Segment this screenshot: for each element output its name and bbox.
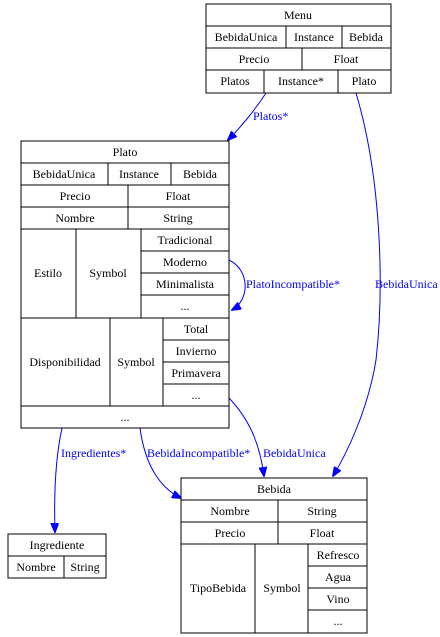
menu-precio: Precio bbox=[239, 52, 270, 66]
bebida-precio: Precio bbox=[215, 526, 246, 540]
edge-plato-incompatible-label: PlatoIncompatible* bbox=[246, 277, 340, 291]
bebida-nombre-type: String bbox=[307, 504, 336, 518]
edge-ingredientes-line bbox=[55, 427, 63, 532]
bebida-title: Bebida bbox=[257, 482, 292, 496]
plato-estilo: Estilo bbox=[34, 266, 62, 280]
plato-estilo-value: Tradicional bbox=[158, 233, 214, 247]
bebida-precio-type: Float bbox=[310, 526, 335, 540]
edge-plato-incompatible-line bbox=[228, 259, 246, 310]
menu-bebida-unica: BebidaUnica bbox=[215, 30, 278, 44]
plato-estilo-value: Minimalista bbox=[156, 277, 215, 291]
plato-more: ... bbox=[121, 410, 130, 424]
bebida-tipo-value: Vino bbox=[326, 592, 349, 606]
bebida-tipo-type: Symbol bbox=[263, 581, 301, 595]
plato-estilo-type: Symbol bbox=[89, 266, 127, 280]
plato-bebida-unica: BebidaUnica bbox=[33, 167, 96, 181]
edge-bebida-unica-menu: BebidaUnica bbox=[333, 92, 438, 476]
plato-disponibilidad: Disponibilidad bbox=[29, 355, 100, 369]
menu-precio-type: Float bbox=[334, 52, 359, 66]
edge-platos: Platos* bbox=[228, 92, 288, 140]
menu-bebida-unica-kind: Instance bbox=[294, 30, 334, 44]
menu-platos-kind: Instance* bbox=[278, 74, 324, 88]
plato-disponibilidad-value: ... bbox=[192, 388, 201, 402]
menu-bebida-unica-type: Bebida bbox=[349, 30, 384, 44]
edge-ingredientes-label: Ingredientes* bbox=[61, 446, 126, 460]
edge-bebida-unica-plato-line bbox=[228, 397, 264, 476]
node-menu[interactable]: Menu BebidaUnica Instance Bebida Precio … bbox=[205, 3, 392, 94]
edge-plato-incompatible: PlatoIncompatible* bbox=[228, 259, 340, 310]
menu-title: Menu bbox=[284, 8, 312, 22]
bebida-tipo-value: Agua bbox=[325, 570, 352, 584]
edge-bebida-unica-plato-label: BebidaUnica bbox=[263, 446, 326, 460]
bebida-nombre: Nombre bbox=[210, 504, 249, 518]
ingrediente-nombre: Nombre bbox=[16, 560, 55, 574]
plato-estilo-value: ... bbox=[181, 299, 190, 313]
menu-platos: Platos bbox=[220, 74, 250, 88]
ingrediente-title: Ingrediente bbox=[30, 538, 85, 552]
plato-precio-type: Float bbox=[166, 189, 191, 203]
plato-estilo-value: Moderno bbox=[163, 255, 207, 269]
bebida-tipo: TipoBebida bbox=[190, 581, 247, 595]
plato-nombre: Nombre bbox=[55, 211, 94, 225]
edge-ingredientes: Ingredientes* bbox=[55, 427, 126, 532]
plato-nombre-type: String bbox=[163, 211, 192, 225]
bebida-tipo-value: Refresco bbox=[317, 548, 360, 562]
edge-bebida-incompatible: BebidaIncompatible* bbox=[139, 427, 250, 498]
plato-disponibilidad-value: Primavera bbox=[171, 366, 221, 380]
edge-platos-line bbox=[228, 92, 267, 140]
node-plato[interactable]: Plato BebidaUnica Instance Bebida Precio… bbox=[20, 140, 230, 429]
edge-bebida-incompatible-label: BebidaIncompatible* bbox=[147, 446, 250, 460]
ingrediente-nombre-type: String bbox=[70, 560, 99, 574]
edge-bebida-unica-menu-line bbox=[333, 92, 381, 476]
plato-disponibilidad-type: Symbol bbox=[117, 355, 155, 369]
plato-disponibilidad-value: Total bbox=[184, 322, 209, 336]
edge-bebida-incompatible-line bbox=[139, 427, 181, 498]
plato-precio: Precio bbox=[60, 189, 91, 203]
plato-bebida-unica-kind: Instance bbox=[119, 167, 159, 181]
edge-platos-label: Platos* bbox=[253, 109, 288, 123]
plato-title: Plato bbox=[113, 145, 138, 159]
edge-bebida-unica-menu-label: BebidaUnica bbox=[375, 277, 438, 291]
node-ingrediente[interactable]: Ingrediente Nombre String bbox=[7, 533, 107, 579]
menu-platos-type: Plato bbox=[352, 74, 377, 88]
plato-disponibilidad-value: Invierno bbox=[176, 344, 217, 358]
plato-bebida-unica-type: Bebida bbox=[183, 167, 218, 181]
bebida-tipo-value: ... bbox=[334, 614, 343, 628]
node-bebida[interactable]: Bebida Nombre String Precio Float TipoBe… bbox=[180, 477, 368, 634]
edge-bebida-unica-plato: BebidaUnica bbox=[228, 397, 326, 476]
